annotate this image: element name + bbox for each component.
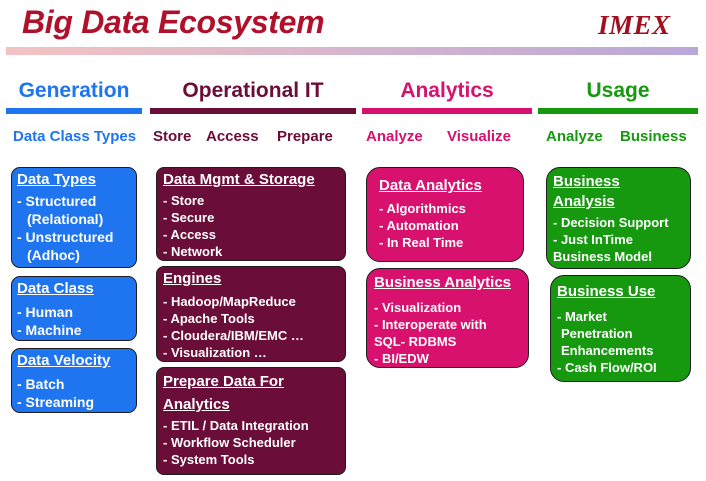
page-title: Big Data Ecosystem (22, 4, 325, 40)
box-title: Data Mgmt & Storage (163, 171, 315, 188)
box-item: Penetration (561, 326, 633, 341)
box-item: - Algorithmics (379, 201, 466, 216)
box-data-mgmt-storage: Data Mgmt & Storage - Store - Secure - A… (156, 167, 346, 261)
subheader-business: Business (620, 128, 687, 145)
column-header-generation: Generation (18, 79, 130, 102)
subheader-prepare: Prepare (277, 128, 333, 145)
box-title: Data Analytics (379, 177, 482, 194)
box-item: SQL- RDBMS (374, 334, 457, 349)
column-bar-operational (150, 108, 356, 114)
box-item: - Network (163, 244, 223, 259)
box-item: - Secure (163, 210, 215, 225)
box-title: Data Velocity (17, 352, 111, 369)
box-business-analysis: Business Analysis - Decision Support - J… (546, 167, 691, 269)
box-item: - Visualization (374, 300, 462, 315)
box-item: - Visualization … (163, 345, 267, 360)
box-item: - Access (163, 227, 216, 242)
box-title: Business Analysis (553, 173, 620, 210)
subheader-visualize: Visualize (447, 128, 511, 145)
box-item: - Machine (17, 322, 82, 338)
box-item: - Streaming (17, 394, 95, 410)
box-data-velocity: Data Velocity - Batch - Streaming (11, 348, 137, 413)
box-item: - Just InTime (553, 232, 633, 247)
box-item: - Decision Support (553, 215, 669, 230)
box-item: - Human (17, 304, 73, 320)
column-bar-usage (538, 108, 698, 114)
box-data-types: Data Types - Structured (Relational) - U… (11, 167, 137, 268)
subheader-data-class-types: Data Class Types (13, 128, 137, 145)
column-header-usage: Usage (586, 79, 650, 102)
column-header-analytics: Analytics (400, 79, 494, 102)
box-item: - System Tools (163, 452, 255, 467)
box-item: - Structured (17, 193, 97, 209)
box-item: - ETIL / Data Integration (163, 418, 309, 433)
box-item: - Automation (379, 218, 459, 233)
box-business-analytics: Business Analytics - Visualization - Int… (366, 268, 529, 368)
subheader-usage-analyze: Analyze (546, 128, 603, 145)
subheader-store: Store (153, 128, 192, 145)
box-title: Data Class (17, 280, 94, 297)
box-item: (Adhoc) (27, 247, 80, 263)
box-item: - Batch (17, 376, 65, 392)
subheader-analyze: Analyze (366, 128, 423, 145)
box-item: - Unstructured (17, 229, 114, 245)
box-title: Business Analytics (374, 274, 511, 291)
box-title: Prepare Data For Analytics (163, 373, 284, 413)
box-item: - Cloudera/IBM/EMC … (163, 328, 304, 343)
box-item: - BI/EDW (374, 351, 429, 366)
box-engines: Engines - Hadoop/MapReduce - Apache Tool… (156, 266, 346, 362)
box-item: - Apache Tools (163, 311, 255, 326)
box-item: - Interoperate with (374, 317, 487, 332)
column-header-operational: Operational IT (182, 79, 324, 102)
box-item: - Cash Flow/ROI (557, 360, 657, 375)
column-bar-analytics (362, 108, 532, 114)
box-title: Engines (163, 270, 222, 287)
column-bar-generation (6, 108, 142, 114)
box-title: Business Use (557, 283, 656, 300)
box-title: Data Types (17, 171, 96, 188)
box-item: Enhancements (561, 343, 654, 358)
box-item: - Store (163, 193, 205, 208)
box-item: - Workflow Scheduler (163, 435, 296, 450)
box-data-analytics: Data Analytics - Algorithmics - Automati… (366, 167, 524, 262)
box-item: - In Real Time (379, 235, 464, 250)
box-item: (Relational) (27, 211, 104, 227)
imex-logo: IMEX (598, 10, 671, 40)
box-item: - Hadoop/MapReduce (163, 294, 296, 309)
box-prepare-data: Prepare Data For Analytics - ETIL / Data… (156, 367, 346, 475)
box-data-class: Data Class - Human - Machine (11, 276, 137, 341)
box-item: Business Model (553, 249, 652, 264)
box-business-use: Business Use - Market Penetration Enhanc… (550, 275, 691, 382)
subheader-access: Access (206, 128, 259, 145)
title-divider (6, 47, 698, 55)
box-item: - Market (557, 309, 607, 324)
